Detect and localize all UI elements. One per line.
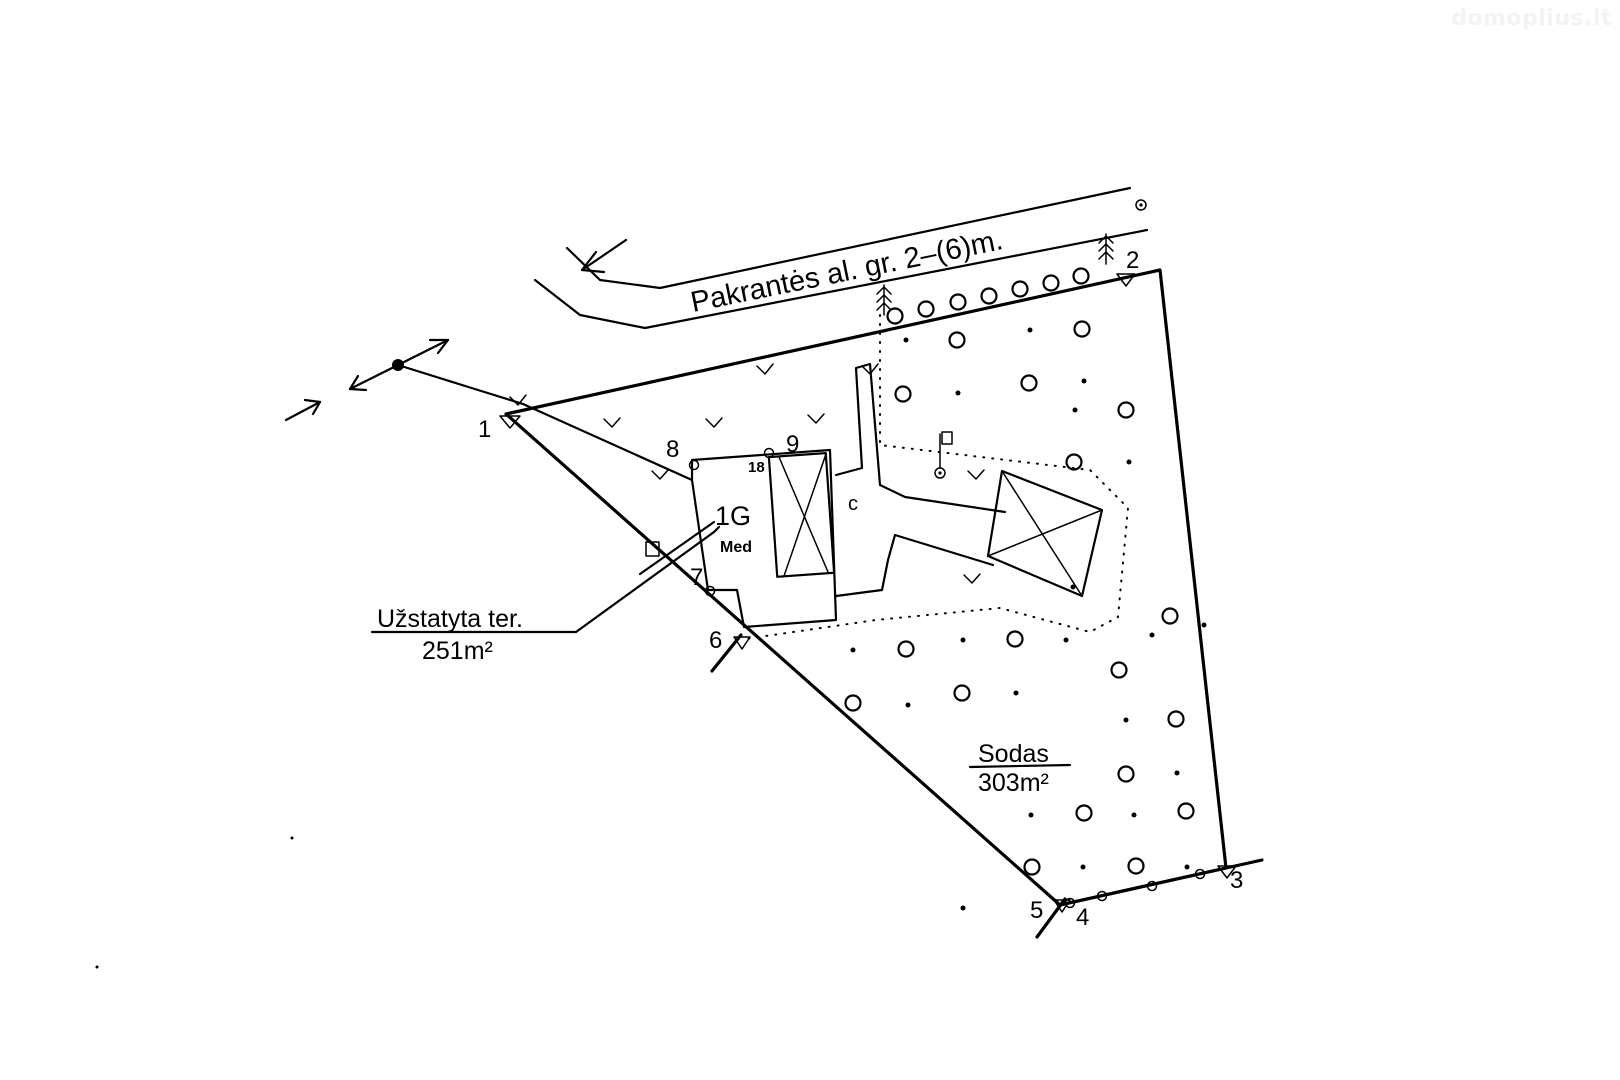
point-label-8: 8 [666, 436, 679, 463]
garden-value: 303m² [978, 769, 1049, 797]
point-label-7: 7 [690, 564, 703, 591]
point-label-5: 5 [1030, 897, 1043, 924]
garden-label: Sodas [978, 740, 1049, 768]
street-edge-upper [565, 186, 1132, 290]
annex-outline-lower [834, 533, 995, 598]
arrow-ne-icon [428, 338, 450, 355]
small-plants [850, 327, 1207, 911]
watermark: domoplius.lt [1451, 6, 1612, 31]
street-edge-lower [533, 228, 1149, 330]
annex-outline [834, 362, 1007, 514]
plot-boundary [396, 268, 1264, 939]
arrow-entry-icon [284, 400, 322, 422]
point-label-2: 2 [1126, 247, 1139, 274]
point-label-3: 3 [1230, 867, 1243, 894]
corner-2-icon [1116, 273, 1136, 287]
point-label-4: 4 [1076, 904, 1089, 931]
built-area-label: Užstatyta ter. [377, 605, 523, 633]
street-direction-arrow-icon [580, 238, 628, 274]
point-labels: 1 2 3 4 5 6 7 8 9 [478, 247, 1243, 931]
corner-markers [499, 273, 1237, 913]
yard-boundary [744, 314, 1130, 640]
corner-3-icon [1217, 865, 1237, 879]
building-id: 1G [715, 501, 751, 531]
building-material: Med [720, 539, 752, 556]
grass-marks [509, 363, 985, 584]
well-icon [934, 431, 953, 479]
conifer-icons [876, 233, 1114, 316]
garden-annotation: Sodas 303m² [968, 740, 1072, 797]
building-outline [690, 448, 838, 629]
point-label-6: 6 [709, 627, 722, 654]
neighbour-boundary-line [476, 388, 694, 482]
point-5-mark [1035, 897, 1067, 939]
orientation-arrows [284, 338, 450, 422]
south-boundary-extension [1058, 858, 1264, 907]
annex-label: c [848, 493, 858, 515]
arrow-sw-icon [348, 374, 368, 392]
corner-1-icon [499, 415, 521, 429]
built-area-value: 251m² [422, 637, 493, 665]
trees [844, 267, 1195, 876]
building-1g: 1G Med 18 c [690, 362, 1104, 629]
survey-marker-icon [1135, 199, 1147, 211]
floor-count: 18 [748, 459, 765, 476]
corner-6-icon [733, 636, 751, 650]
built-area-annotation: Užstatyta ter. 251m² [370, 520, 721, 665]
street: Pakrantės al. gr. 2–(6)m. [533, 186, 1149, 330]
building-wing [767, 452, 836, 578]
point-label-1: 1 [478, 416, 491, 443]
survey-points [645, 447, 1206, 909]
point-label-9: 9 [786, 431, 799, 458]
